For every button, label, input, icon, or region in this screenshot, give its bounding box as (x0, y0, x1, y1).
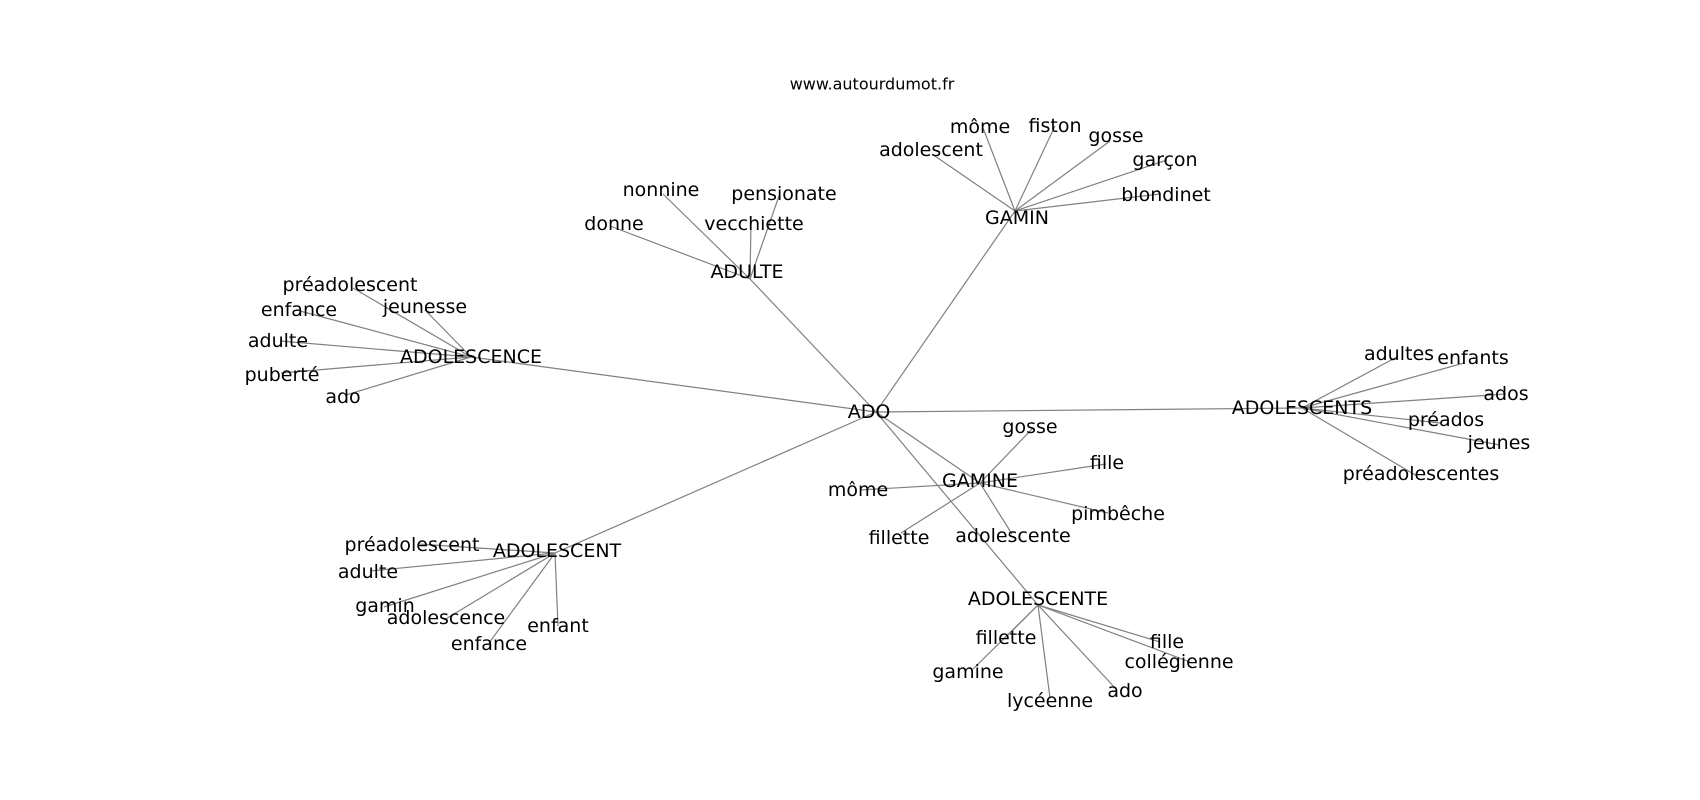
edge-ado-gamine (875, 411, 981, 484)
edge-gamine-mome (859, 482, 981, 491)
node-adolescente-collegienne: collégienne (1124, 651, 1233, 673)
edge-adolescente-collegienne (1037, 604, 1191, 663)
edge-gamine-fille (979, 463, 1107, 484)
node-hub-adolescents: ADOLESCENTS (1232, 397, 1372, 419)
node-adolescent-gamin: gamin (355, 595, 415, 617)
node-hub-adulte: ADULTE (710, 261, 783, 283)
edge-adolescent-adulte (369, 552, 556, 572)
node-adolescent-enfance: enfance (451, 633, 527, 655)
edge-adolescence-jeunesse (424, 309, 472, 358)
edge-gamine-gosse (979, 427, 1034, 484)
source-watermark: www.autourdumot.fr (790, 75, 955, 94)
node-gamin-mome: môme (950, 116, 1010, 138)
edge-adolescence-puberte (280, 356, 472, 374)
edge-ado-adolescente (875, 411, 1039, 606)
edge-gamin-adolescent (931, 153, 1016, 212)
edge-adolescents-preados (1301, 407, 1441, 424)
edge-adulte-vecchiette (749, 221, 752, 280)
edge-adolescence-enfance (299, 310, 472, 358)
node-gamin-fiston: fiston (1029, 115, 1082, 137)
node-adolescence-preadolescent: préadolescent (283, 274, 418, 296)
graph-labels: ADO ADULTE nonnine pensionate vecchiette donn… (245, 115, 1531, 712)
node-hub-gamin: GAMIN (985, 207, 1049, 229)
edge-adolescent-enfant (554, 552, 559, 627)
edge-adolescent-preadolescent (417, 543, 556, 554)
edge-ado-adulte (749, 278, 877, 413)
node-adulte-vecchiette: vecchiette (704, 213, 803, 235)
node-adolescence-puberte: puberté (245, 364, 320, 386)
edge-adolescent-enfance (488, 552, 556, 644)
node-adolescence-ado: ado (325, 386, 360, 408)
node-adulte-nonnine: nonnine (623, 179, 700, 201)
node-adolescents-preadolescentes: préadolescentes (1343, 463, 1500, 485)
edge-adolescente-gamine (972, 604, 1039, 670)
edge-adolescents-adultes (1301, 357, 1396, 409)
node-gamin-garcon: garçon (1132, 149, 1197, 171)
edge-adolescent-gamin (383, 552, 556, 608)
edge-adulte-pensionate (749, 195, 780, 280)
edge-adolescence-ado (345, 356, 472, 396)
node-adolescent-preadolescent: préadolescent (345, 534, 480, 556)
node-adulte-pensionate: pensionate (731, 183, 836, 205)
node-gamin-blondinet: blondinet (1121, 184, 1211, 206)
node-adolescence-jeunesse: jeunesse (382, 296, 467, 318)
edge-gamine-fillette (900, 482, 981, 534)
node-adolescents-ados: ados (1483, 383, 1528, 405)
node-gamin-gosse: gosse (1088, 125, 1143, 147)
edge-gamin-garcon (1014, 159, 1168, 212)
edge-adolescents-jeunes (1301, 407, 1501, 446)
node-adolescents-enfants: enfants (1437, 347, 1508, 369)
node-hub-adolescente: ADOLESCENTE (968, 588, 1108, 610)
node-gamine-mome: môme (828, 479, 888, 501)
node-adolescente-fille: fille (1150, 631, 1184, 653)
edge-ado-adolescent (554, 411, 877, 554)
node-adolescente-gamine: gamine (932, 661, 1003, 683)
node-gamine-fille: fille (1090, 452, 1124, 474)
node-gamine-adolescente: adolescente (955, 525, 1071, 547)
edge-gamin-gosse (1014, 140, 1111, 212)
edge-adulte-nonnine (662, 193, 751, 280)
node-adolescents-jeunes: jeunes (1467, 432, 1531, 454)
edge-gamin-fiston (1014, 125, 1056, 212)
edge-adolescente-fille (1037, 604, 1161, 643)
node-adolescents-preados: préados (1408, 409, 1484, 431)
node-gamine-pimbeche: pimbêche (1071, 503, 1165, 525)
node-adolescent-adolescence: adolescence (387, 607, 506, 629)
edge-adolescence-preadolescent (352, 287, 472, 358)
node-adolescente-lyceenne: lycéenne (1007, 690, 1093, 712)
edge-gamine-adolescente (979, 482, 1013, 535)
edge-gamin-blondinet (1014, 193, 1161, 212)
edge-ado-adolescence (470, 356, 877, 413)
node-adolescence-adulte: adulte (248, 330, 308, 352)
node-hub-adolescent: ADOLESCENT (493, 540, 622, 562)
node-gamin-adolescent: adolescent (879, 139, 983, 161)
node-hub-adolescence: ADOLESCENCE (400, 346, 542, 368)
edge-gamine-pimbeche (979, 482, 1109, 514)
node-hub-gamine: GAMINE (942, 470, 1018, 492)
edge-adolescent-adolescence (443, 552, 556, 621)
edge-adolescents-preadolescentes (1301, 407, 1418, 477)
node-adolescent-enfant: enfant (527, 615, 589, 637)
node-adolescence-enfance: enfance (261, 299, 337, 321)
node-root-ado: ADO (848, 401, 891, 423)
edge-adolescents-ados (1301, 393, 1507, 409)
edge-adolescence-adulte (279, 340, 472, 358)
node-adolescent-adulte: adulte (338, 561, 398, 583)
node-adolescente-fillette: fillette (976, 627, 1037, 649)
edge-ado-adolescents (875, 407, 1303, 413)
edge-adolescente-ado (1037, 604, 1118, 691)
node-adulte-donne: donne (584, 213, 643, 235)
node-gamine-fillette: fillette (869, 527, 930, 549)
edge-adolescente-lyceenne (1037, 604, 1051, 699)
node-gamine-gosse: gosse (1002, 416, 1057, 438)
edge-adolescents-enfants (1301, 362, 1465, 409)
node-adolescente-ado: ado (1107, 680, 1142, 702)
node-adolescents-adultes: adultes (1364, 343, 1434, 365)
edge-ado-gamin (875, 210, 1016, 413)
edge-gamin-mome (982, 127, 1016, 212)
graph-edges (279, 125, 1507, 699)
edge-adulte-donne (609, 225, 751, 280)
